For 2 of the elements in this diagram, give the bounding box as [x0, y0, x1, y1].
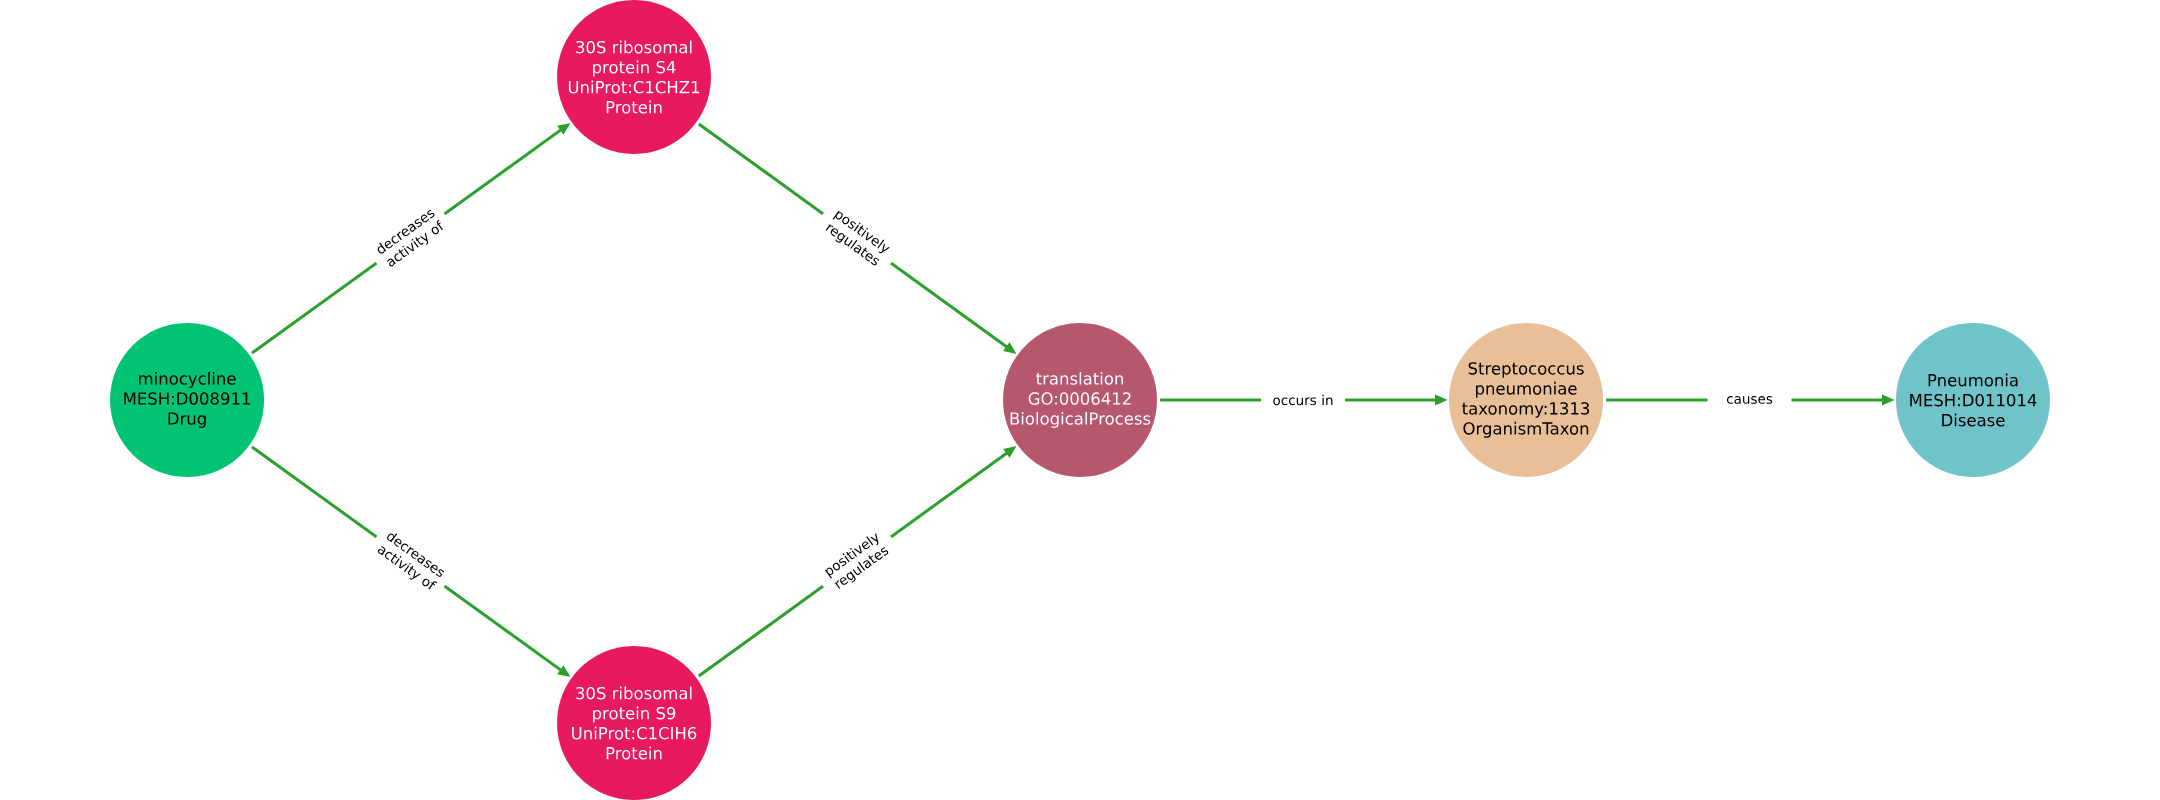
edge-label: causes: [1707, 394, 1792, 406]
edge-label: occurs in: [1261, 392, 1345, 408]
